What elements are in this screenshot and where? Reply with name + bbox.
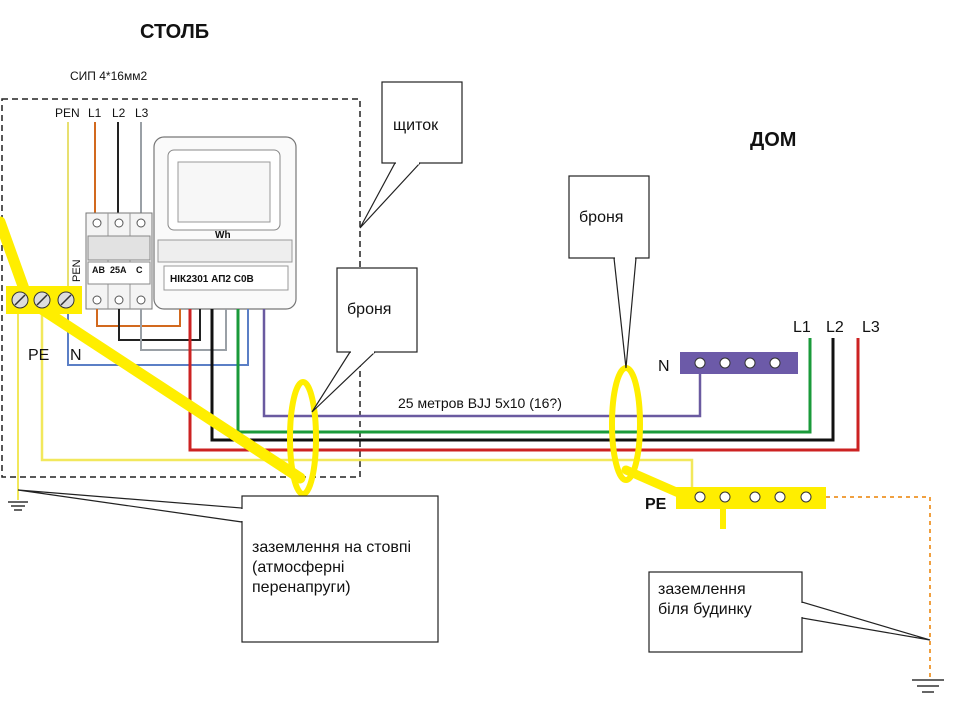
cable-black (210, 309, 835, 442)
wire-label-l2: L2 (112, 106, 126, 120)
house-ground-symbol (912, 679, 944, 693)
callout-ground-house-text: заземлення біля будинку (658, 581, 752, 618)
callout-ground-pole-text: заземлення на стовпі (атмосферні перенап… (252, 539, 412, 596)
wire-breaker-meter-3 (140, 309, 227, 351)
armor-ring-right (609, 365, 643, 483)
house-earth-wire (826, 496, 931, 678)
meter-model-label: НІК2301 АП2 С0В (170, 274, 254, 285)
callout-armor-right-box (568, 175, 650, 259)
cable-spec-label: 25 метров ВJJ 5х10 (16?) (398, 395, 562, 411)
wire-label-l3: L3 (135, 106, 149, 120)
callout-ground-house-box (648, 571, 803, 653)
house-label-l3: L3 (862, 319, 880, 336)
breaker-mark-25a: 25A (110, 265, 127, 275)
meter-wh-label: Wh (215, 230, 231, 241)
breaker-mark-ab: AB (92, 265, 105, 275)
wire-breaker-meter-1 (96, 309, 181, 327)
pole-n-label: N (70, 347, 82, 364)
house-label-l2: L2 (826, 319, 844, 336)
wire-n-blue (67, 309, 249, 366)
electric-meter (153, 136, 297, 310)
breaker-pen-label: PEN (71, 259, 83, 282)
wire-label-l1: L1 (88, 106, 102, 120)
house-n-label: N (658, 358, 670, 375)
callout-armor-right-text: броня (579, 209, 624, 226)
circuit-breaker (85, 212, 153, 310)
breaker-mark-c: C (136, 265, 143, 275)
callout-panel-box (381, 81, 463, 164)
panel-boundary (1, 98, 361, 478)
house-pe-label: PE (645, 496, 667, 513)
pole-ground-symbol (8, 501, 28, 511)
armor-ring-left (287, 379, 319, 497)
pole-pe-label: PE (28, 347, 49, 364)
callout-armor-right-pointer (613, 257, 637, 369)
house-title: ДОМ (750, 129, 796, 151)
callout-armor-left-box (336, 267, 418, 353)
callout-armor-left-pointer (311, 351, 377, 413)
callout-ground-pole-box (241, 495, 439, 643)
wire-label-pen: PEN (55, 106, 80, 120)
callout-ground-pole-pointer (17, 489, 243, 523)
house-pe-bar (676, 487, 826, 529)
house-neutral-bar (680, 352, 798, 374)
cable-red (188, 309, 860, 452)
pole-terminal-block (6, 286, 82, 314)
callout-panel-pointer (359, 162, 422, 229)
wire-breaker-meter-2 (118, 309, 201, 341)
house-label-l1: L1 (793, 319, 811, 336)
sip-cable-label: СИП 4*16мм2 (70, 69, 147, 83)
cable-violet (262, 309, 702, 418)
cable-green (236, 309, 812, 434)
pole-title: СТОЛБ (140, 21, 209, 43)
callout-panel-text: щиток (393, 117, 439, 134)
callout-armor-left-text: броня (347, 301, 392, 318)
callout-ground-house-pointer (801, 601, 931, 641)
cable-pe-yellow (40, 300, 694, 498)
